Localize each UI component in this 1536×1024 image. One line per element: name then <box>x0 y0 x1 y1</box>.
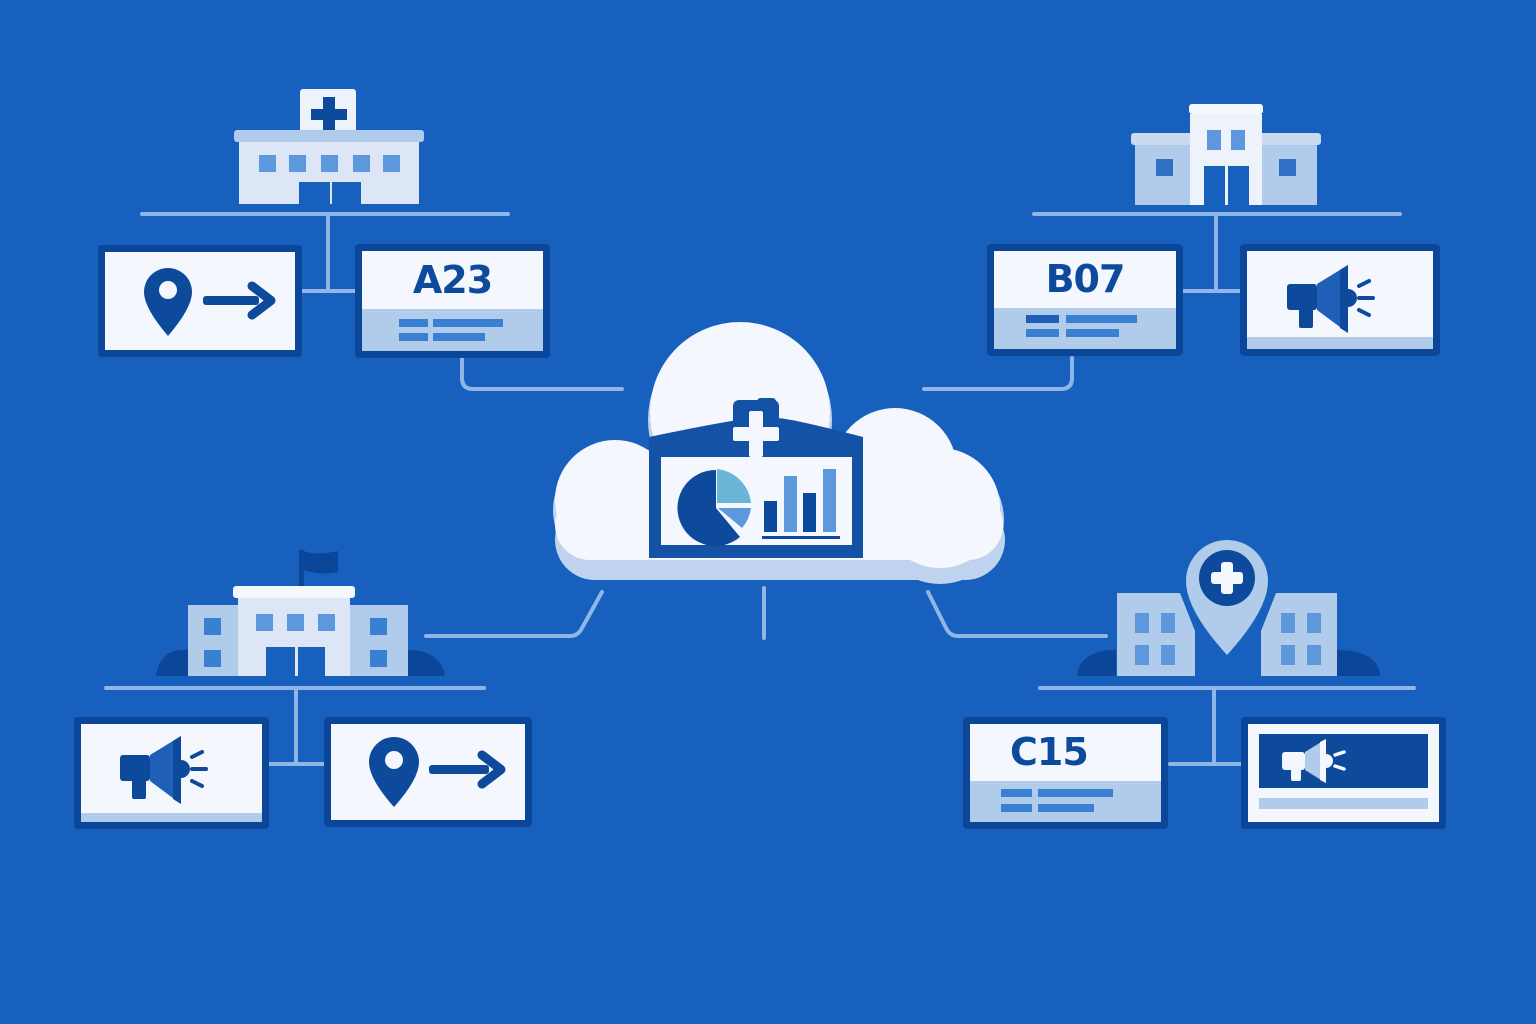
room-code-label: A23 <box>412 258 493 302</box>
megaphone-icon <box>1287 265 1375 333</box>
megaphone-icon <box>120 736 208 804</box>
clinic-building-icon <box>1131 104 1321 205</box>
screen-face: B07 <box>994 251 1176 349</box>
connector-lines <box>104 212 1416 766</box>
info-bar <box>1001 788 1032 797</box>
info-lines <box>970 780 1161 822</box>
info-bar <box>1026 328 1059 337</box>
arrow-right-icon <box>203 281 276 320</box>
info-bar <box>1066 314 1137 323</box>
info-bar <box>1001 803 1032 812</box>
wayfinding-screen-top-left[interactable] <box>98 245 302 357</box>
arrow-right-icon <box>429 750 506 789</box>
screen-face: C15 <box>970 724 1161 822</box>
announcement-screen-bottom-left[interactable] <box>74 717 269 829</box>
pie-chart-icon <box>677 469 751 546</box>
location-pin-icon <box>369 737 419 807</box>
screen-face <box>1248 724 1439 822</box>
banner-panel <box>1259 734 1428 788</box>
screen-face <box>331 724 525 820</box>
banner-strip <box>1259 798 1428 809</box>
screen-face: A23 <box>362 251 543 351</box>
info-bar <box>1038 788 1113 797</box>
bar-chart-icon <box>762 469 840 539</box>
code-screen-c15[interactable]: C15 <box>963 717 1168 829</box>
room-code-label: C15 <box>1010 730 1089 775</box>
info-lines <box>362 309 543 351</box>
room-code-label: B07 <box>1045 257 1126 302</box>
screen-strip <box>81 813 262 822</box>
info-bar <box>1038 803 1094 812</box>
announcement-screen-top-right[interactable] <box>1240 244 1440 356</box>
flag-building-icon <box>156 550 445 676</box>
info-lines <box>994 307 1176 349</box>
info-bar <box>433 333 485 341</box>
megaphone-icon <box>1282 739 1346 783</box>
info-bar <box>399 319 428 327</box>
screen-face <box>81 724 262 822</box>
code-screen-a23[interactable]: A23 <box>355 244 550 358</box>
location-pin-icon <box>144 268 192 336</box>
screen-strip <box>1247 337 1433 349</box>
info-bar <box>1026 314 1059 323</box>
info-bar <box>433 319 503 327</box>
medical-location-pin-icon <box>1077 540 1380 676</box>
screen-face <box>105 252 295 350</box>
wayfinding-screen-bottom-left[interactable] <box>324 717 532 827</box>
hospital-cross-icon <box>234 89 424 204</box>
info-bar <box>1066 328 1119 337</box>
code-screen-b07[interactable]: B07 <box>987 244 1183 356</box>
screen-face <box>1247 251 1433 349</box>
announcement-banner-screen[interactable] <box>1241 717 1446 829</box>
info-bar <box>399 333 428 341</box>
